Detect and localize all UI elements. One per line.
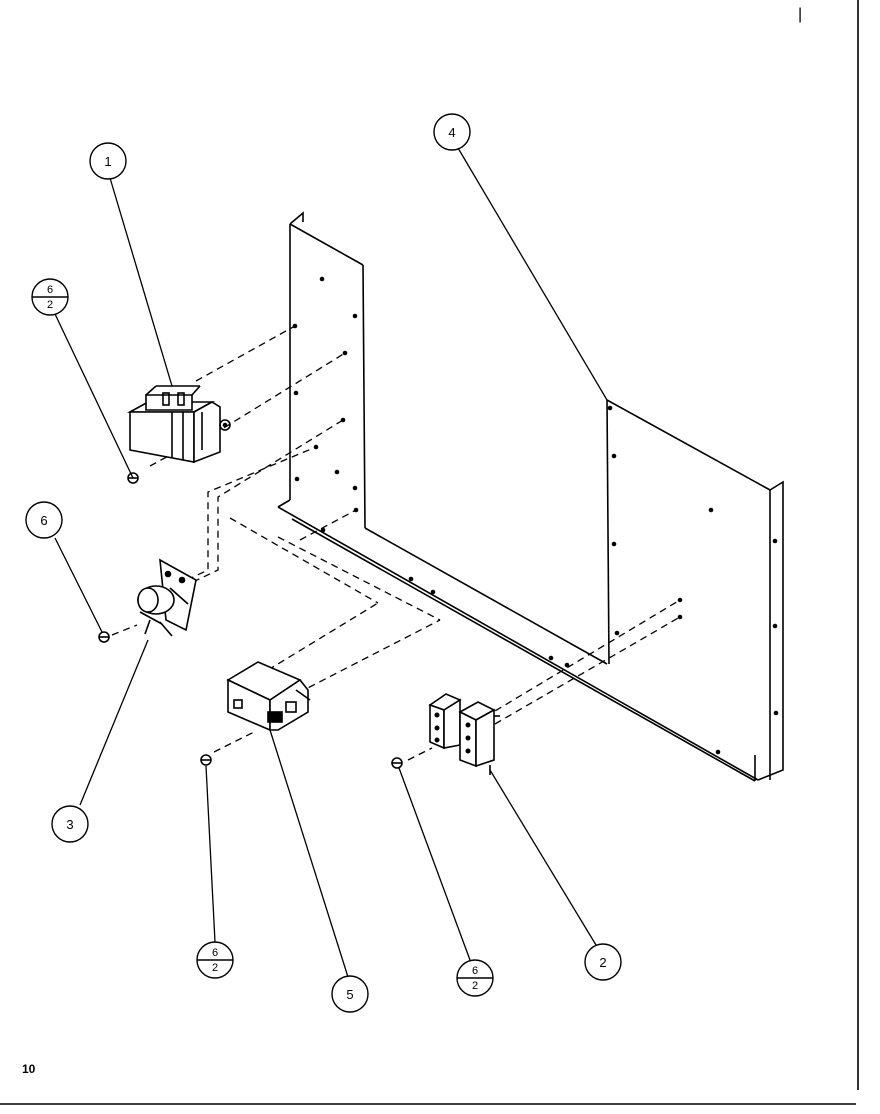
- callout-label-5: 5: [346, 987, 353, 1002]
- corner-mark: |: [798, 6, 803, 23]
- callout-label-2: 2: [599, 955, 606, 970]
- assembly-guide-lines: [111, 325, 681, 761]
- fraction-callout-top: 6: [47, 284, 53, 296]
- fraction-callout-top: 6: [472, 965, 478, 977]
- callout-label-3: 3: [66, 817, 73, 832]
- terminal-block: [428, 693, 500, 775]
- transformer: [126, 385, 231, 464]
- relay: [226, 661, 311, 732]
- leader-lines: [54, 147, 608, 978]
- fraction-callout-bottom: 2: [472, 980, 478, 992]
- fraction-callout-bottom: 2: [47, 299, 53, 311]
- callout-label-4: 4: [448, 125, 455, 140]
- fraction-callout-top: 6: [212, 947, 218, 959]
- screw-icon-group: [98, 472, 403, 769]
- callout-label-6: 6: [40, 513, 47, 528]
- thermostat-switch: [137, 558, 197, 637]
- mounting-panel: [277, 211, 784, 782]
- callout-circles: [25, 113, 622, 1013]
- fraction-callout-bottom: 2: [212, 962, 218, 974]
- page-number: 10: [22, 1062, 36, 1076]
- callout-label-1: 1: [104, 154, 111, 169]
